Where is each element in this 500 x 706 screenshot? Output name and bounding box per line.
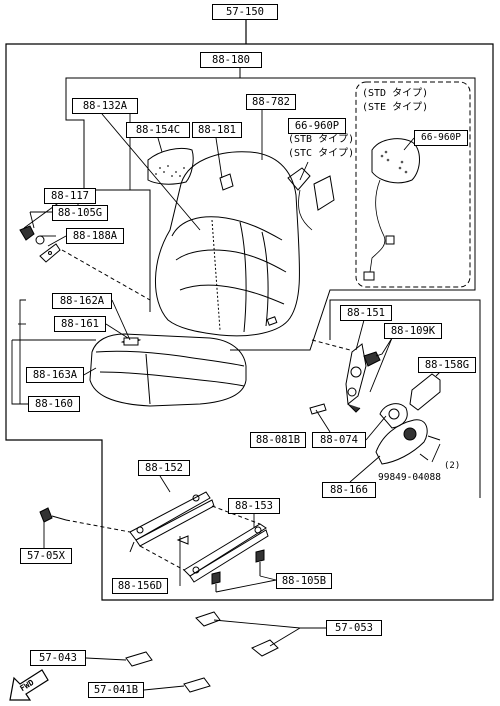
part-label-88-161[interactable]: 88-161 xyxy=(54,316,106,332)
stc-dashed-frame xyxy=(355,81,471,288)
part-label-66-960P-stb[interactable]: 66-960P xyxy=(288,118,346,134)
part-label-88-151[interactable]: 88-151 xyxy=(340,305,392,321)
rail-bolts xyxy=(211,549,265,592)
part-label-88-188A[interactable]: 88-188A xyxy=(66,228,124,244)
bolt-57-05X xyxy=(39,507,131,533)
speaker-parts xyxy=(219,167,335,231)
bolt-quantity: (2) xyxy=(444,461,461,471)
part-label-88-109K[interactable]: 88-109K xyxy=(384,323,442,339)
part-label-88-132A[interactable]: 88-132A xyxy=(72,98,138,114)
inset-speaker-part xyxy=(363,138,420,281)
part-label-88-105G[interactable]: 88-105G xyxy=(52,205,108,221)
part-label-88-180[interactable]: 88-180 xyxy=(200,52,262,68)
seat-back xyxy=(154,151,301,337)
bolt-part-number[interactable]: 99849-04088 xyxy=(378,472,441,483)
part-label-88-181[interactable]: 88-181 xyxy=(192,122,242,138)
clip-57-053-b xyxy=(251,639,279,657)
cover-88-074 xyxy=(379,403,408,429)
part-label-88-153[interactable]: 88-153 xyxy=(228,498,280,514)
part-label-88-154C[interactable]: 88-154C xyxy=(126,122,190,138)
left-rail xyxy=(129,491,215,553)
part-label-57-053[interactable]: 57-053 xyxy=(326,620,382,636)
part-label-88-158G[interactable]: 88-158G xyxy=(418,357,476,373)
right-rail xyxy=(139,505,269,583)
recliner xyxy=(309,339,381,415)
part-label-57-05X[interactable]: 57-05X xyxy=(20,548,72,564)
part-label-57-041B[interactable]: 57-041B xyxy=(88,682,144,698)
stb-type-note: (STB タイプ) xyxy=(288,134,355,145)
cover-88-158G xyxy=(409,373,441,411)
part-label-88-782[interactable]: 88-782 xyxy=(246,94,296,110)
stc-type-note: (STC タイプ) xyxy=(288,148,355,159)
part-label-88-163A[interactable]: 88-163A xyxy=(26,367,84,383)
part-label-88-074[interactable]: 88-074 xyxy=(312,432,366,448)
part-label-88-160[interactable]: 88-160 xyxy=(28,396,80,412)
std-type-note: (STD タイプ) xyxy=(362,88,429,99)
leader-lines xyxy=(11,108,441,691)
backrest-frame xyxy=(65,66,476,351)
part-label-88-105B[interactable]: 88-105B xyxy=(276,573,332,589)
outer-frame xyxy=(5,20,494,601)
part-label-57-043[interactable]: 57-043 xyxy=(30,650,86,666)
part-label-88-152[interactable]: 88-152 xyxy=(138,460,190,476)
adjuster-frame xyxy=(329,299,481,498)
part-label-57-150[interactable]: 57-150 xyxy=(212,4,278,20)
clip-57-053-a xyxy=(195,611,221,627)
side-pad xyxy=(147,147,194,185)
part-label-88-162A[interactable]: 88-162A xyxy=(52,293,112,309)
part-label-66-960P-std[interactable]: 66-960P xyxy=(414,130,468,146)
clip-57-043 xyxy=(125,651,153,667)
seat-cushion xyxy=(89,333,247,407)
fwd-arrow xyxy=(9,669,49,701)
part-label-88-166[interactable]: 88-166 xyxy=(322,482,376,498)
part-label-88-117[interactable]: 88-117 xyxy=(44,188,96,204)
clip-57-041B xyxy=(183,677,211,693)
left-hardware xyxy=(19,225,151,301)
cover-88-166 xyxy=(375,419,441,465)
part-label-88-081B[interactable]: 88-081B xyxy=(250,432,306,448)
ste-type-note: (STE タイプ) xyxy=(362,102,429,113)
part-label-88-156D[interactable]: 88-156D xyxy=(112,578,168,594)
